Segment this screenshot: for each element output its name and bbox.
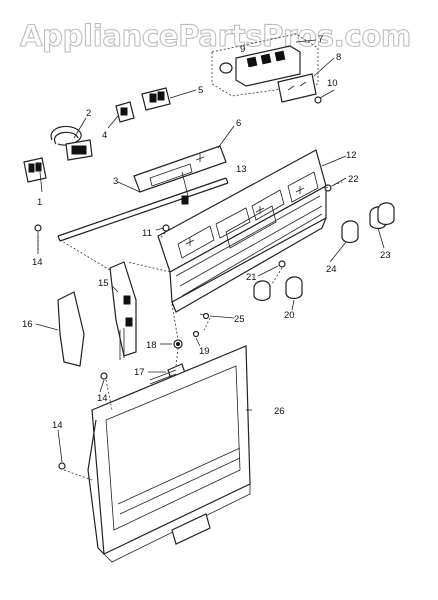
callout-3: 3 [113, 176, 118, 187]
callout-16: 16 [22, 319, 33, 330]
watermark-text: AppliancePartsPros.com [20, 19, 411, 53]
callout-15: 15 [98, 278, 109, 289]
callout-23: 23 [380, 250, 391, 261]
callout-14-top: 14 [32, 257, 43, 268]
callout-9: 9 [240, 44, 245, 55]
callout-14-mid: 14 [97, 393, 108, 404]
wire-harness-part [50, 125, 93, 161]
screw-14-bottom-part [58, 462, 66, 470]
callout-14-bottom: 14 [52, 420, 63, 431]
callout-12: 12 [346, 150, 357, 161]
bracket-part [109, 261, 137, 360]
callout-8: 8 [336, 52, 341, 63]
leader-lines [35, 39, 385, 463]
callout-19: 19 [199, 346, 210, 357]
switch-block-part [141, 87, 171, 111]
clip-part [181, 195, 189, 205]
control-panel-part [157, 149, 327, 313]
callout-25: 25 [234, 314, 245, 325]
callout-10: 10 [327, 78, 338, 89]
callout-4: 4 [102, 130, 107, 141]
callout-20: 20 [284, 310, 295, 321]
overlay-panel-part [133, 145, 227, 193]
screw-25-part [199, 312, 210, 320]
callout-18: 18 [146, 340, 157, 351]
rocker-switch-part [23, 157, 47, 183]
callout-13: 13 [236, 164, 247, 175]
callout-17: 17 [134, 367, 145, 378]
callout-22: 22 [348, 174, 359, 185]
trim-rod-part [57, 177, 229, 242]
switch-housing-group [211, 33, 322, 104]
side-panel-part [57, 291, 85, 367]
callout-2: 2 [86, 108, 91, 119]
screw-22-part [324, 184, 332, 192]
screw-19-part [192, 330, 200, 338]
callout-1: 1 [37, 197, 42, 208]
screw-21-part [278, 260, 286, 268]
callout-7: 7 [318, 34, 323, 45]
screw-14-top-part [34, 224, 42, 232]
callout-6: 6 [236, 118, 241, 129]
callout-labels: 1 2 3 4 5 6 7 8 9 10 11 12 13 14 14 14 1… [22, 34, 391, 431]
callout-11: 11 [142, 228, 152, 239]
knob-24-part [341, 220, 359, 244]
callout-26: 26 [274, 406, 285, 417]
lower-panel-part [87, 345, 251, 563]
knobs-20-part [253, 276, 303, 302]
callout-5: 5 [198, 85, 203, 96]
screw-14-mid-part [100, 372, 108, 380]
callout-24: 24 [326, 264, 337, 275]
nut-part [173, 339, 183, 349]
callout-21: 21 [246, 272, 257, 283]
small-switch-part [115, 101, 135, 123]
knobs-23-part [369, 202, 395, 230]
